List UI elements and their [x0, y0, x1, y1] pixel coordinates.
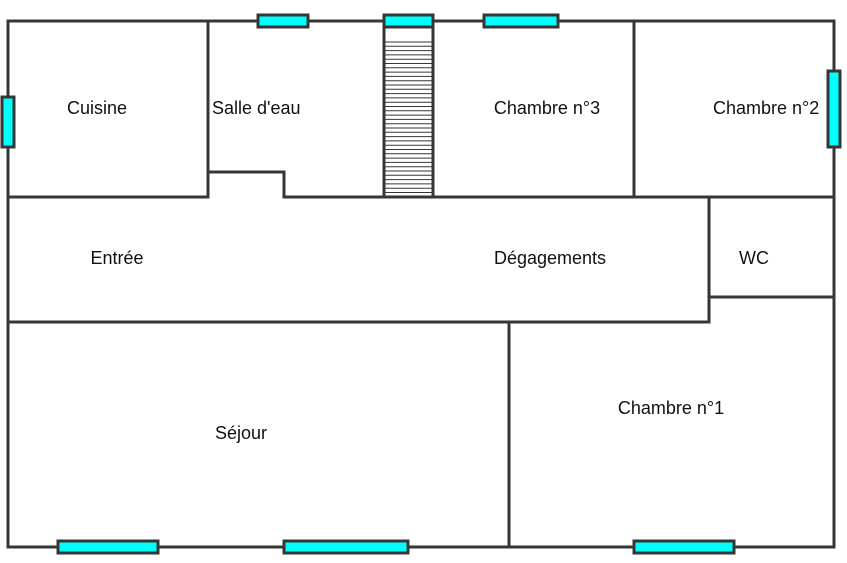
staircase [382, 19, 435, 199]
walls [6, 19, 836, 549]
window [382, 13, 435, 29]
label-cuisine: Cuisine [67, 98, 127, 118]
wall-salle-bottom [206, 170, 836, 199]
label-sejour: Séjour [215, 423, 267, 443]
label-chambre-3: Chambre n°3 [494, 98, 600, 118]
window [826, 69, 842, 149]
window [0, 95, 16, 149]
window [256, 13, 310, 29]
window [282, 539, 410, 555]
room-labels: Cuisine Salle d'eau Chambre n°3 Chambre … [67, 98, 819, 443]
label-chambre-1: Chambre n°1 [618, 398, 724, 418]
label-salle-deau: Salle d'eau [212, 98, 301, 118]
window [56, 539, 160, 555]
label-chambre-2: Chambre n°2 [713, 98, 819, 118]
label-entree: Entrée [90, 248, 143, 268]
window [632, 539, 736, 555]
label-degagements: Dégagements [494, 248, 606, 268]
window [482, 13, 560, 29]
label-wc: WC [739, 248, 769, 268]
windows [0, 13, 842, 555]
